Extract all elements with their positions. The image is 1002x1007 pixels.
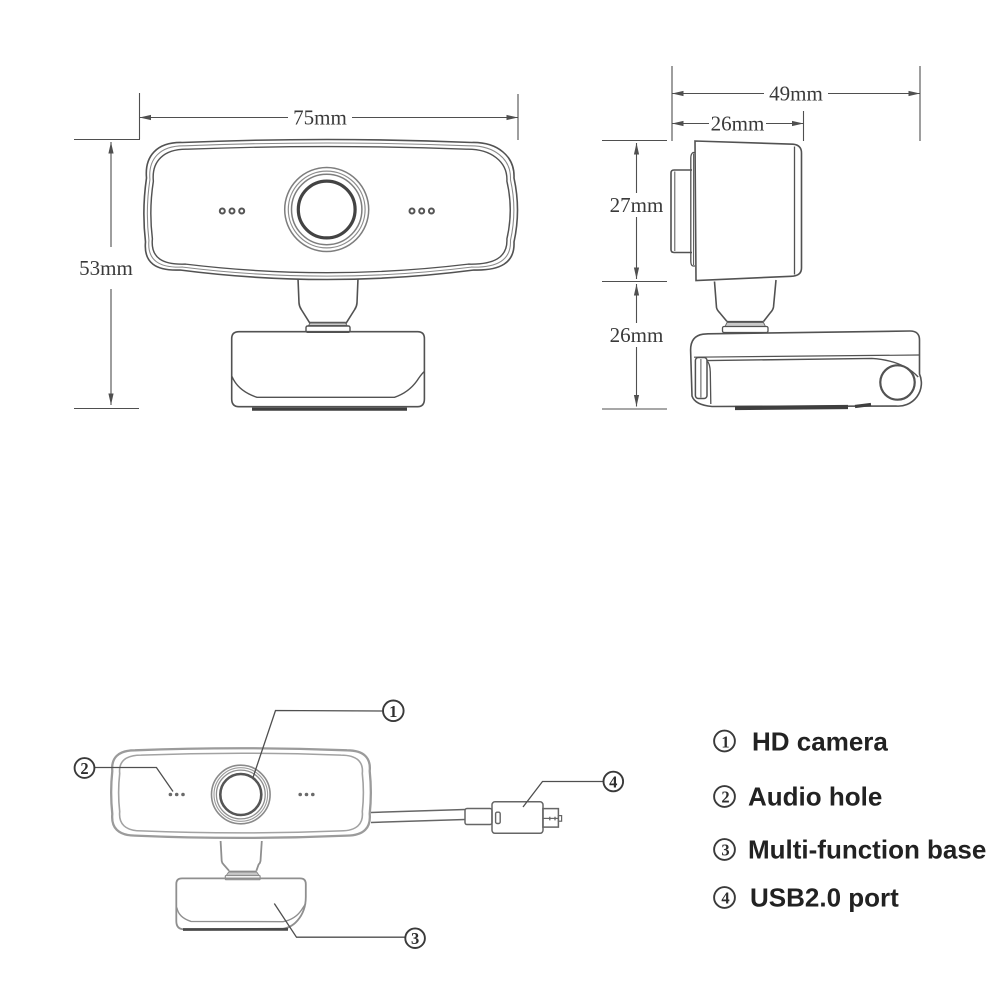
svg-text:2: 2	[80, 759, 88, 778]
svg-text:27mm: 27mm	[610, 193, 664, 217]
svg-text:USB2.0 port: USB2.0 port	[750, 883, 899, 913]
svg-text:1: 1	[389, 702, 397, 721]
svg-text:Multi-function base: Multi-function base	[748, 835, 986, 865]
svg-text:4: 4	[721, 889, 729, 908]
svg-text:53mm: 53mm	[79, 256, 133, 280]
svg-text:3: 3	[721, 841, 729, 860]
svg-text:26mm: 26mm	[711, 112, 765, 136]
svg-text:3: 3	[411, 929, 419, 948]
svg-text:49mm: 49mm	[769, 82, 823, 106]
svg-text:2: 2	[721, 788, 729, 807]
svg-text:75mm: 75mm	[293, 106, 347, 130]
svg-text:1: 1	[721, 733, 729, 752]
svg-text:Audio hole: Audio hole	[748, 782, 882, 812]
svg-text:26mm: 26mm	[610, 323, 664, 347]
svg-text:HD camera: HD camera	[752, 727, 888, 757]
svg-text:4: 4	[609, 773, 617, 792]
